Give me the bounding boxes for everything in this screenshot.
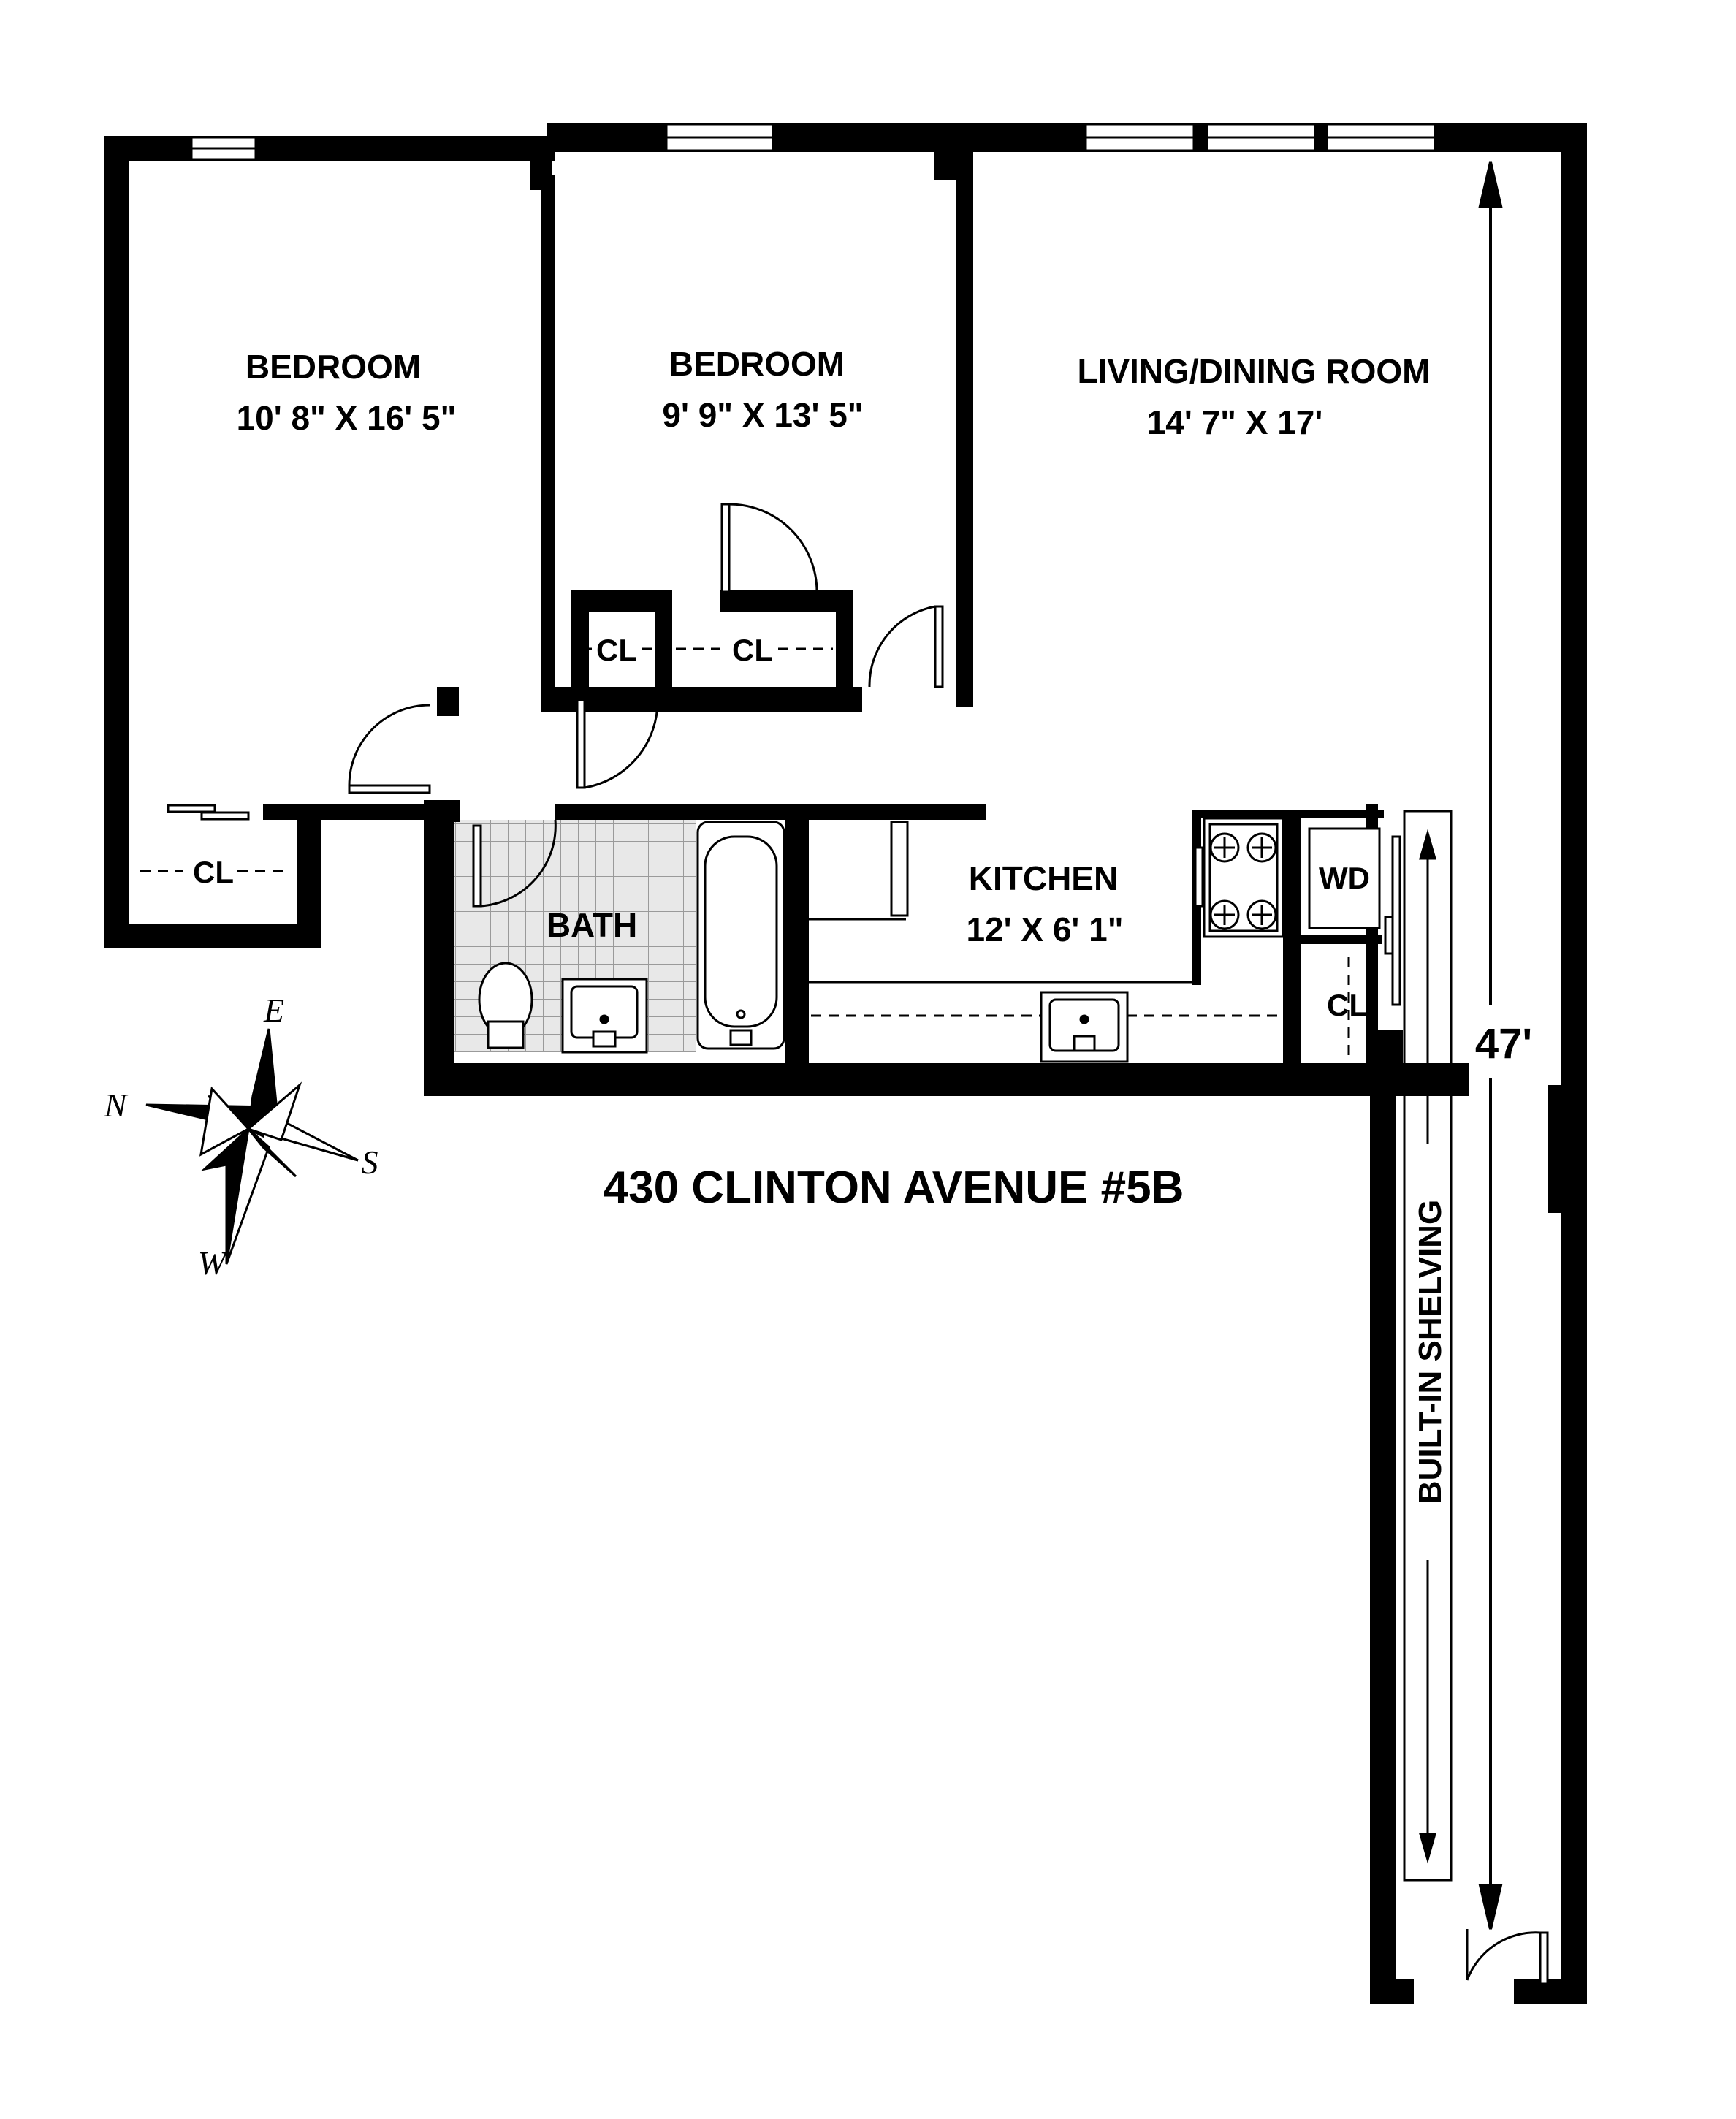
closet-label-1: CL <box>193 855 234 889</box>
bath-name: BATH <box>547 906 637 944</box>
stove <box>1194 817 1284 938</box>
dimension-label: 47' <box>1475 1020 1532 1068</box>
kitchen-fixtures <box>809 821 1200 1063</box>
windows <box>190 123 1436 161</box>
bedroom2-size: 9' 9" X 13' 5" <box>662 396 863 434</box>
compass-north: N <box>104 1087 129 1124</box>
shelving-label: BUILT-IN SHELVING <box>1412 1200 1448 1504</box>
washer-dryer-box <box>1308 827 1381 929</box>
doors <box>167 503 1549 1985</box>
address-title: 430 CLINTON AVENUE #5B <box>604 1163 1184 1213</box>
living-name: LIVING/DINING ROOM <box>1078 352 1431 390</box>
toilet <box>478 962 533 1049</box>
bedroom1-size: 10' 8" X 16' 5" <box>237 399 457 437</box>
closet-label-2: CL <box>596 633 637 667</box>
kitchen-size: 12' X 6' 1" <box>966 910 1123 948</box>
compass-rose: E N S W <box>104 992 378 1282</box>
compass-star-icon <box>145 1028 359 1265</box>
living-size: 14' 7" X 17' <box>1147 403 1323 441</box>
dimension-arrow <box>1478 161 1503 1930</box>
bedroom1-name: BEDROOM <box>245 348 421 386</box>
closet-label-4: CL <box>1327 988 1368 1022</box>
compass-west: W <box>198 1244 229 1282</box>
bathtub <box>696 821 785 1050</box>
bath-sink <box>561 978 648 1054</box>
compass-south: S <box>362 1144 378 1181</box>
wd-closet-door-jamb <box>1384 916 1394 955</box>
compass-east: E <box>263 992 284 1029</box>
kitchen-name: KITCHEN <box>969 859 1118 897</box>
closet-label-3: CL <box>732 633 773 667</box>
built-in-shelving <box>1403 810 1453 1882</box>
bedroom2-name: BEDROOM <box>669 345 845 383</box>
washer-dryer-label: WD <box>1319 861 1370 895</box>
